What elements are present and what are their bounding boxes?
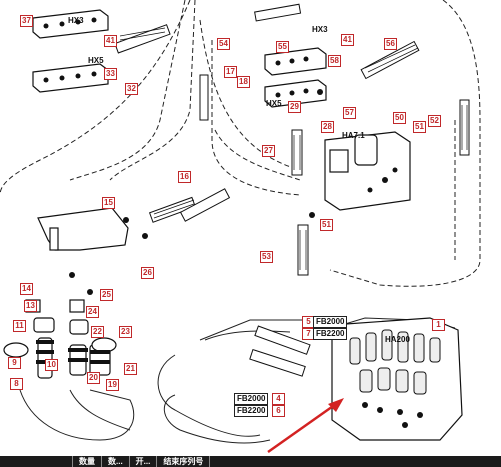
column-header-start[interactable]: 开... bbox=[130, 456, 158, 467]
callout-33[interactable]: 33 bbox=[104, 68, 117, 80]
callout-15[interactable]: 15 bbox=[102, 197, 115, 209]
callout-20[interactable]: 20 bbox=[87, 372, 100, 384]
callout-10[interactable]: 10 bbox=[45, 359, 58, 371]
callout-14[interactable]: 14 bbox=[20, 283, 33, 295]
callout-55[interactable]: 55 bbox=[276, 41, 289, 53]
group-label-ha71: HA7.1 bbox=[342, 131, 365, 140]
callout-13[interactable]: 13 bbox=[24, 300, 37, 312]
callout-16[interactable]: 16 bbox=[178, 171, 191, 183]
callout-23[interactable]: 23 bbox=[119, 326, 132, 338]
callout-25[interactable]: 25 bbox=[100, 289, 113, 301]
callout-27[interactable]: 27 bbox=[262, 145, 275, 157]
callout-28[interactable]: 28 bbox=[321, 121, 334, 133]
callout-50[interactable]: 50 bbox=[393, 112, 406, 124]
callout-54[interactable]: 54 bbox=[217, 38, 230, 50]
callout-32[interactable]: 32 bbox=[125, 83, 138, 95]
callout-29[interactable]: 29 bbox=[288, 101, 301, 113]
callout-4[interactable]: 4 bbox=[272, 393, 285, 405]
callout-53[interactable]: 53 bbox=[260, 251, 273, 263]
pointer-arrow-head bbox=[328, 398, 344, 412]
callout-52[interactable]: 52 bbox=[428, 115, 441, 127]
callout-56[interactable]: 56 bbox=[384, 38, 397, 50]
callout-17[interactable]: 17 bbox=[224, 66, 237, 78]
callout-41-right[interactable]: 41 bbox=[341, 34, 354, 46]
fb2200-label-bottom[interactable]: FB2200 bbox=[234, 405, 269, 417]
callout-19[interactable]: 19 bbox=[106, 379, 119, 391]
callout-57[interactable]: 57 bbox=[343, 107, 356, 119]
column-header-end-serial[interactable]: 结束序列号 bbox=[157, 456, 211, 467]
callout-9[interactable]: 9 bbox=[8, 357, 21, 369]
callout-26[interactable]: 26 bbox=[141, 267, 154, 279]
callout-58[interactable]: 58 bbox=[328, 55, 341, 67]
column-header-count[interactable]: 数... bbox=[102, 456, 130, 467]
fb2200-label-top[interactable]: FB2200 bbox=[313, 328, 348, 340]
callout-51-mid[interactable]: 51 bbox=[320, 219, 333, 231]
callout-18[interactable]: 18 bbox=[237, 76, 250, 88]
group-label-hx3-left: HX3 bbox=[68, 16, 84, 25]
callout-1[interactable]: 1 bbox=[432, 319, 445, 331]
fb2000-label-bottom[interactable]: FB2000 bbox=[234, 393, 269, 405]
group-label-hx5-left: HX5 bbox=[88, 56, 104, 65]
callout-24[interactable]: 24 bbox=[86, 306, 99, 318]
column-header-quantity[interactable]: 数量 bbox=[73, 456, 102, 467]
callout-21[interactable]: 21 bbox=[124, 363, 137, 375]
group-label-hx3-right: HX3 bbox=[312, 25, 328, 34]
parts-table-header: 数量 数... 开... 结束序列号 bbox=[0, 456, 501, 467]
callout-41-left[interactable]: 41 bbox=[104, 35, 117, 47]
callout-11[interactable]: 11 bbox=[13, 320, 26, 332]
pointer-arrow-shaft bbox=[267, 402, 337, 454]
callout-8[interactable]: 8 bbox=[10, 378, 23, 390]
group-label-hx5-right: HX5 bbox=[266, 99, 282, 108]
callout-51-top[interactable]: 51 bbox=[413, 121, 426, 133]
group-label-ha200: HA200 bbox=[385, 335, 410, 344]
fb2000-label-top[interactable]: FB2000 bbox=[313, 316, 348, 328]
callout-22[interactable]: 22 bbox=[91, 326, 104, 338]
callout-6[interactable]: 6 bbox=[272, 405, 285, 417]
callout-37[interactable]: 37 bbox=[20, 15, 33, 27]
